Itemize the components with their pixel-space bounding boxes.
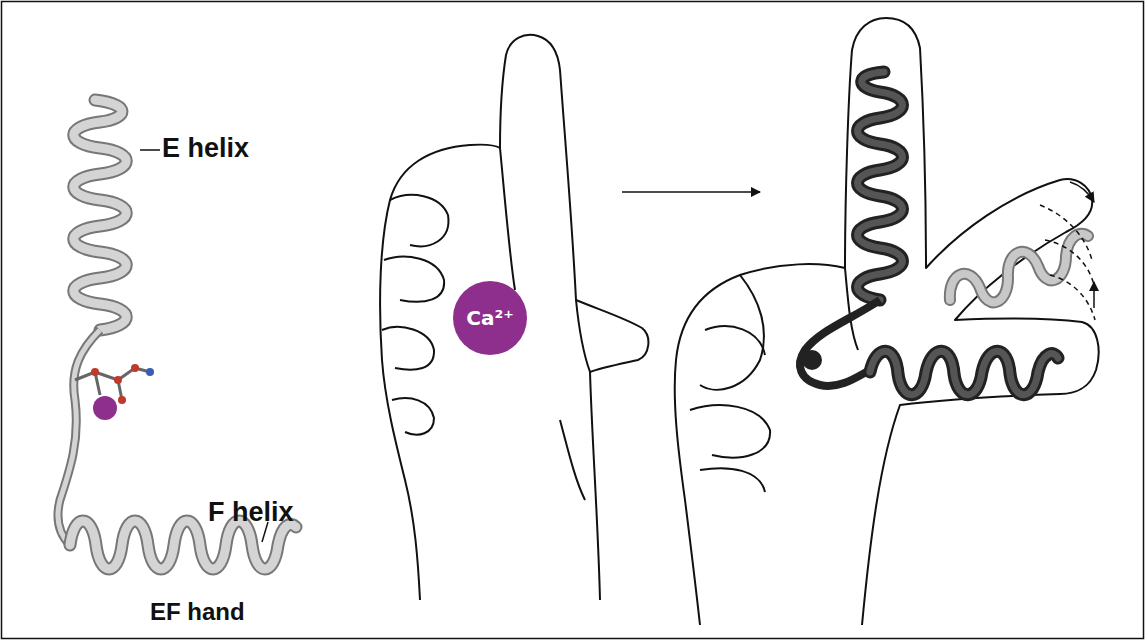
part-label: E helix (162, 133, 249, 164)
loop-ribbon (58, 330, 100, 545)
e-helix-ribbon (858, 72, 903, 300)
finger-crease (384, 257, 444, 302)
calcium-ion (802, 350, 822, 370)
f-helix-ribbon (70, 521, 296, 569)
finger-crease (700, 275, 764, 390)
motion-arrow (1070, 182, 1094, 202)
hand-drawing (380, 35, 648, 600)
e-helix-ribbon (858, 72, 903, 300)
oxygen-atom (91, 368, 99, 376)
hand-drawing (675, 18, 1099, 625)
oxygen-atom (131, 364, 139, 372)
finger-crease (700, 468, 765, 492)
hand-outline (380, 35, 648, 600)
ion-circle (453, 281, 527, 355)
thumb-crease (576, 300, 590, 372)
finger-crease (390, 195, 448, 246)
finger-crease (500, 148, 515, 290)
f-helix-ribbon (870, 351, 1058, 395)
transition-arrow (622, 191, 760, 193)
part-label: EF hand (150, 598, 245, 626)
calcium-ion (93, 396, 117, 420)
ion-label: Ca²⁺ (466, 306, 514, 330)
loop-ribbon (58, 330, 100, 545)
f-helix-ribbon (950, 234, 1088, 303)
leader-line (140, 149, 160, 151)
e-helix-ribbon (74, 100, 127, 330)
oxygen-atom (114, 376, 122, 384)
ribbon-model (800, 72, 1088, 395)
hand-outline (675, 18, 1099, 625)
f-helix-ribbon (950, 234, 1088, 303)
ribbon-model (58, 100, 296, 569)
side-chains (75, 368, 150, 400)
finger-crease (392, 398, 434, 434)
finger-crease (382, 327, 434, 370)
finger-crease (705, 326, 765, 355)
f-helix-ribbon (870, 351, 1058, 395)
motion-arrow (1093, 282, 1095, 308)
palm-crease (560, 420, 585, 500)
motion-path (1040, 205, 1095, 320)
calcium-ion: Ca²⁺ (452, 280, 528, 356)
nitrogen-atom (146, 368, 154, 376)
e-helix-ribbon (74, 100, 127, 330)
part-label: F helix (208, 497, 294, 528)
oxygen-atom (118, 396, 126, 404)
f-helix-ribbon (70, 521, 296, 569)
finger-crease (690, 405, 770, 457)
